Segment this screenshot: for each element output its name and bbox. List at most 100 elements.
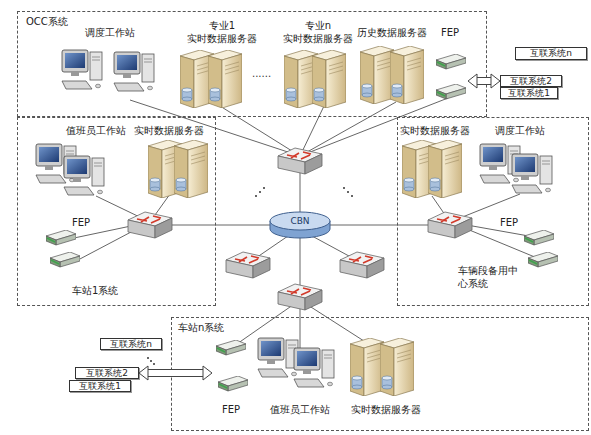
fep-icon bbox=[216, 340, 246, 355]
region-title: 车站1系统 bbox=[72, 284, 118, 297]
device-label: 值班员工作站 bbox=[30, 124, 128, 137]
box-label: 互联系统n bbox=[516, 48, 586, 59]
workstation-icon bbox=[114, 52, 154, 91]
device-label: 实时数据服务器 bbox=[346, 403, 426, 416]
server-icon bbox=[360, 46, 394, 104]
ellipsis-label: ...... bbox=[252, 68, 271, 79]
device-group: 实时数据服务器 bbox=[130, 124, 208, 204]
interconnect-box: 互联系统2 bbox=[75, 367, 139, 379]
region-title: 车辆段备用中 心系统 bbox=[458, 264, 522, 290]
interconnect-box: 互联系统1 bbox=[69, 380, 131, 392]
fep-icon bbox=[436, 84, 466, 99]
arrow-shaft bbox=[476, 78, 492, 84]
dot bbox=[147, 357, 149, 359]
device-group: 调度工作站 bbox=[55, 26, 165, 108]
dot bbox=[259, 191, 261, 193]
network-wires bbox=[74, 98, 542, 350]
dot bbox=[255, 195, 257, 197]
switch-icon bbox=[226, 252, 270, 278]
device-group: 专业n 实时数据服务器 bbox=[280, 19, 356, 110]
network-disk: CBN bbox=[268, 210, 332, 240]
box-label: 互联系统n bbox=[101, 339, 161, 349]
server-icon bbox=[208, 50, 242, 108]
device-label: 值班员工作站 bbox=[254, 403, 346, 416]
device-label: FEP bbox=[498, 216, 560, 229]
device-group: FEP bbox=[212, 334, 250, 416]
arrow-head bbox=[468, 74, 477, 88]
dot bbox=[263, 187, 265, 189]
dot bbox=[347, 191, 349, 193]
interconnect-box: 互联系统2 bbox=[500, 75, 562, 87]
switch-icon bbox=[278, 148, 322, 174]
system-region: 车站1系统 值班员工作站实时数据服务器 FEP bbox=[18, 118, 215, 305]
box-label: 互联系统1 bbox=[70, 381, 130, 391]
server-icon bbox=[380, 338, 414, 396]
fep-icon bbox=[436, 54, 466, 69]
dot bbox=[343, 187, 345, 189]
fep-icon bbox=[46, 230, 76, 245]
server-icon bbox=[350, 338, 384, 396]
device-group: 值班员工作站 bbox=[254, 334, 346, 416]
region-title: OCC系统 bbox=[26, 15, 68, 28]
system-region: 车站n系统 FEP 值班员工作站实时数据服务器 bbox=[172, 318, 588, 430]
device-group: 调度工作站 bbox=[474, 124, 566, 204]
workstation-icon bbox=[62, 50, 102, 89]
device-label: 调度工作站 bbox=[474, 124, 566, 137]
network-wire bbox=[300, 102, 396, 156]
device-label: 调度工作站 bbox=[55, 26, 165, 39]
device-group: FEP bbox=[498, 216, 560, 270]
device-icons bbox=[36, 46, 558, 396]
region-title: 车站n系统 bbox=[178, 321, 224, 334]
device-group: 值班员工作站 bbox=[30, 124, 128, 210]
switch-icon bbox=[428, 212, 472, 238]
device-group: FEP bbox=[432, 26, 468, 102]
interconnect-arrow bbox=[468, 74, 500, 88]
dot bbox=[351, 195, 353, 197]
network-wire bbox=[300, 170, 301, 212]
arrow-shaft-outline bbox=[147, 369, 204, 377]
network-wire bbox=[220, 106, 300, 156]
device-group: 实时数据服务器 bbox=[398, 124, 468, 202]
interconnect-box: 互联系统1 bbox=[500, 87, 558, 99]
workstation-icon bbox=[294, 348, 334, 387]
workstation-icon bbox=[512, 154, 552, 193]
system-region: 车辆段备用中 心系统 实时数据服务器调度工作站 FEP bbox=[398, 118, 588, 305]
interconnect-box: 互联系统n bbox=[100, 338, 162, 350]
switch-icon bbox=[278, 284, 322, 310]
interconnect-arrow bbox=[139, 366, 212, 380]
fep-icon bbox=[218, 376, 248, 391]
fep-icon bbox=[50, 252, 80, 267]
device-label: FEP bbox=[432, 26, 468, 39]
arrow-head bbox=[491, 74, 500, 88]
switch-icon bbox=[340, 252, 384, 278]
dot bbox=[150, 360, 152, 362]
server-icon bbox=[174, 140, 208, 198]
device-group: 实时数据服务器 bbox=[346, 334, 426, 416]
box-label: 互联系统2 bbox=[501, 76, 561, 86]
arrow-shaft-outline bbox=[476, 77, 492, 85]
dot bbox=[153, 363, 155, 365]
device-label: FEP bbox=[212, 403, 250, 416]
disk-label: CBN bbox=[268, 210, 332, 232]
device-label: 专业1 实时数据服务器 bbox=[180, 19, 264, 45]
arrow-shaft bbox=[147, 370, 204, 376]
device-label: FEP bbox=[44, 216, 92, 229]
device-group: FEP bbox=[44, 216, 92, 270]
arrow-head bbox=[203, 366, 212, 380]
workstation-icon bbox=[258, 338, 298, 377]
network-wire bbox=[300, 106, 324, 156]
device-group: 专业1 实时数据服务器 bbox=[180, 19, 264, 110]
fep-icon bbox=[524, 230, 554, 245]
server-icon bbox=[428, 140, 462, 198]
device-label: 实时数据服务器 bbox=[398, 124, 468, 137]
box-label: 互联系统1 bbox=[501, 88, 557, 98]
device-label: 实时数据服务器 bbox=[130, 124, 208, 137]
interconnect-box: 互联系统n bbox=[515, 47, 587, 60]
fep-icon bbox=[528, 252, 558, 267]
server-icon bbox=[312, 50, 346, 108]
system-region: OCC系统调度工作站 专业1 实时数据服务器专业n 实时数据服务器历史数据服务器F… bbox=[18, 12, 486, 116]
arrow-head bbox=[139, 366, 148, 380]
device-group: 历史数据服务器 bbox=[352, 26, 432, 108]
